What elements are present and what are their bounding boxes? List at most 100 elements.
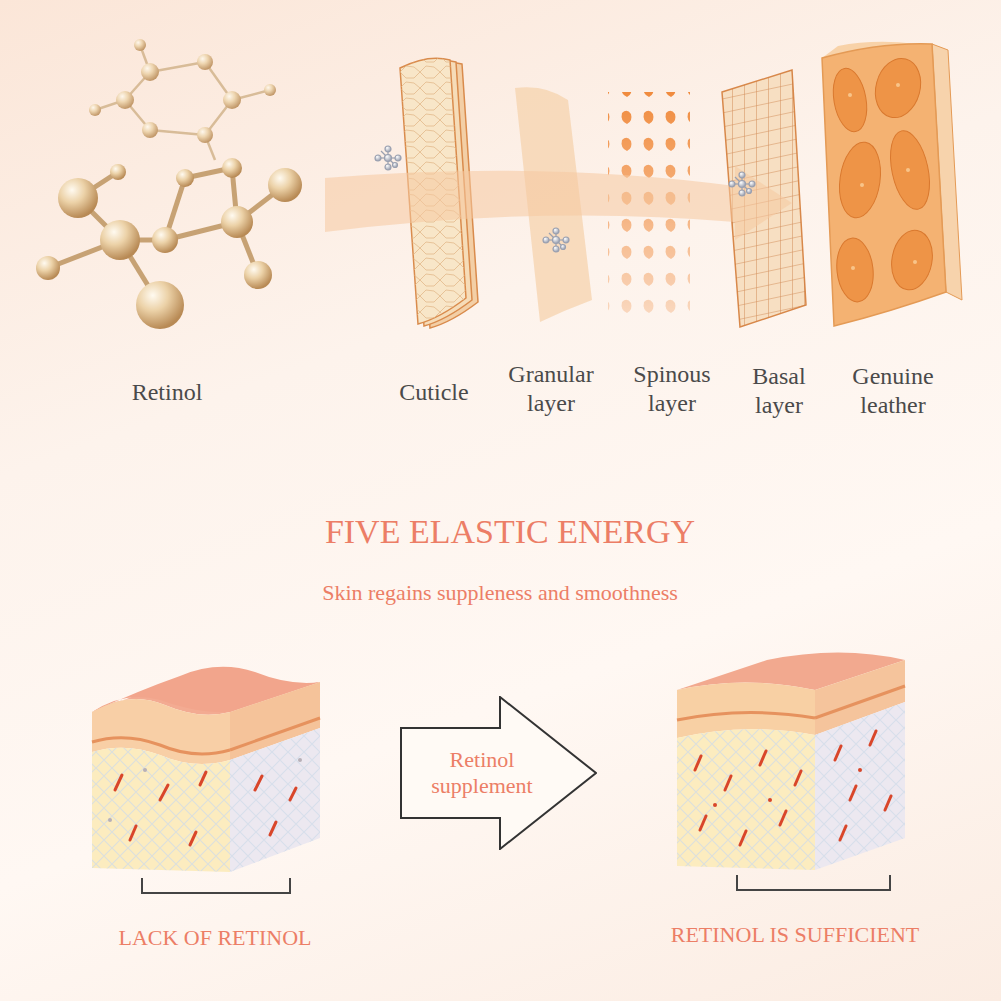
retinol-molecule-part: [222, 158, 242, 178]
arrow-shape: [401, 697, 596, 849]
skin-block-healthy-part: [677, 712, 815, 720]
skin-block-dry-part-part: [255, 776, 262, 790]
small-molecule-part-part: [739, 172, 745, 178]
skin-block-dry-part-part: [290, 788, 296, 800]
small-molecule-part-part: [543, 237, 549, 243]
layer-label: Granular layer: [501, 360, 601, 418]
skin-block-dry-part: [230, 728, 320, 872]
retinol-molecule-back-part: [116, 91, 134, 109]
retinol-molecule: [36, 158, 302, 329]
skin-block-healthy-part-part: [885, 796, 891, 810]
retinol-molecule-part: [221, 206, 253, 238]
dermis-block-part-part: [869, 53, 927, 122]
dermis-block-part-part: [913, 260, 917, 264]
small-molecule-part: [543, 228, 569, 252]
dermis-block-part-part: [848, 93, 852, 97]
small-molecule: [375, 146, 755, 252]
small-molecule-part-part: [739, 190, 745, 196]
skin-block-healthy-part: [677, 729, 815, 870]
skin-block-healthy-part: [815, 702, 905, 870]
bracket: [142, 875, 890, 893]
node-text: Retinol supplement: [417, 747, 547, 800]
retinol-molecule-part: [244, 261, 272, 289]
dermis-block-part-part: [884, 127, 936, 213]
dermis-block-part-part: [860, 183, 864, 187]
skin-block-dry-part: [108, 758, 302, 822]
retinol-molecule-back-part: [150, 130, 205, 135]
small-molecule-part-part: [385, 155, 392, 162]
small-molecule-part-part: [563, 237, 569, 243]
small-molecule-part-part: [747, 189, 752, 194]
retinol-molecule-back-part: [134, 39, 146, 51]
retinol-molecule-back: [89, 39, 276, 160]
molecule-label: Retinol: [102, 378, 232, 407]
small-molecule-part-part: [385, 146, 391, 152]
retinol-molecule-back-part: [197, 127, 213, 143]
bracket-part: [737, 875, 890, 890]
small-molecule-part: [375, 146, 401, 170]
layer-label: Genuine leather: [838, 362, 948, 420]
skin-block-dry-part: [92, 748, 230, 872]
penetration-arrow: [325, 166, 792, 240]
skin-block-dry-part-part: [143, 768, 147, 772]
skin-block-dry-part-part: [108, 818, 112, 822]
penetration-arrow-part: [325, 166, 792, 240]
skin-block-healthy-part: [677, 729, 815, 870]
dermis-block-part-part: [851, 266, 855, 270]
retinol-molecule-part: [268, 168, 302, 202]
subtitle: Skin regains suppleness and smoothness: [150, 580, 850, 606]
skin-block-dry-part-part: [270, 822, 276, 835]
small-molecule-part-part: [553, 237, 560, 244]
retinol-molecule-back-part: [264, 84, 276, 96]
skin-block-healthy-part-part: [835, 746, 841, 760]
small-molecule-part-part: [553, 246, 559, 252]
skin-block-healthy-part: [713, 768, 862, 807]
retinol-molecule-back-part: [141, 63, 159, 81]
dermis-block-part-part: [887, 227, 937, 293]
skin-block-dry-part-part: [298, 758, 302, 762]
skin-block-healthy-part-part: [725, 776, 731, 790]
dermis-block: [822, 42, 962, 326]
skin-block-healthy-part-part: [695, 756, 701, 770]
small-molecule-part-part: [739, 181, 746, 188]
retinol-molecule-part: [136, 281, 184, 329]
skin-block-healthy-part-part: [740, 831, 746, 845]
state-label: LACK OF RETINOL: [65, 925, 365, 951]
state-label: RETINOL IS SUFFICIENT: [625, 922, 965, 948]
retinol-molecule-part: [152, 227, 178, 253]
skin-block-healthy-part-part: [780, 811, 786, 825]
small-molecule-part-part: [393, 163, 398, 168]
skin-block-dry-part-part: [130, 826, 136, 840]
skin-block-dry: [92, 667, 320, 872]
small-molecule-part-part: [395, 155, 401, 161]
skin-block-dry-part-part: [200, 772, 206, 785]
skin-block-healthy-part-part: [700, 816, 706, 830]
small-molecule-part-part: [561, 245, 566, 250]
retinol-molecule-back-part: [89, 104, 101, 116]
small-molecule-part-part: [385, 164, 391, 170]
retinol-molecule-back-part: [223, 91, 241, 109]
skin-block-healthy-part: [695, 731, 891, 845]
dermis-block-part: [848, 83, 917, 270]
bracket-part: [142, 878, 290, 893]
process-arrow: Retinol supplement: [400, 696, 597, 850]
dermis-block-part-part: [834, 236, 876, 303]
layer-label: Basal layer: [729, 362, 829, 420]
small-molecule-part-part: [729, 181, 735, 187]
retinol-molecule-part: [58, 178, 98, 218]
skin-block-healthy: [677, 653, 905, 871]
skin-block-healthy-part-part: [870, 731, 876, 745]
skin-block-dry-part-part: [190, 832, 196, 845]
skin-block-dry-part-part: [160, 785, 168, 800]
dermis-block-part-part: [906, 168, 910, 172]
skin-block-dry-part: [115, 772, 296, 845]
small-molecule-part: [729, 172, 755, 196]
retinol-molecule-part: [176, 169, 194, 187]
small-molecule-part-part: [553, 228, 559, 234]
diagram-title: FIVE ELASTIC ENERGY: [160, 512, 860, 553]
retinol-molecule-part: [36, 256, 60, 280]
dermis-block-part: [829, 53, 937, 303]
layer-label: Cuticle: [384, 378, 484, 407]
